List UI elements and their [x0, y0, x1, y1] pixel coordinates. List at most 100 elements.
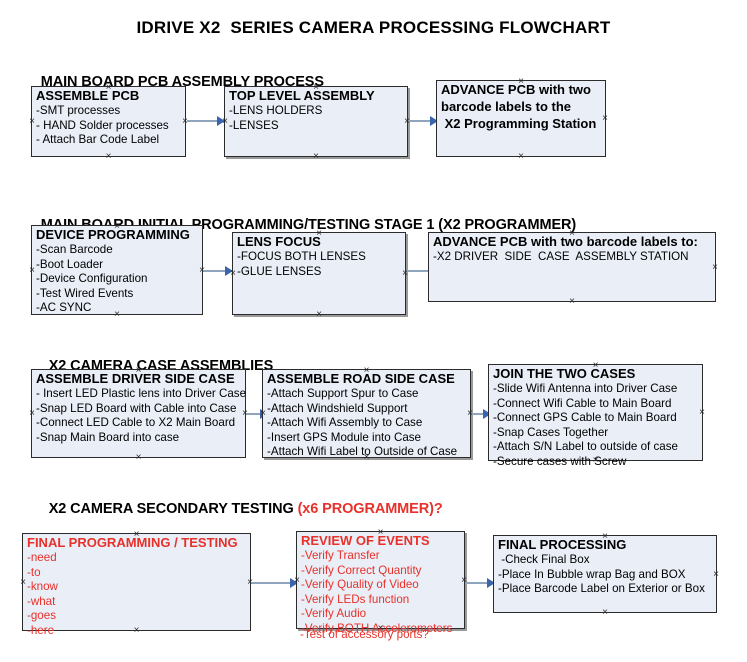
connector-device-programming-to-lens-focus	[204, 266, 233, 276]
node-lens-focus[interactable]: LENS FOCUS -FOCUS BOTH LENSES -GLUE LENS…	[232, 232, 406, 315]
node-line: -GLUE LENSES	[237, 264, 322, 278]
node-line: -FOCUS BOTH LENSES	[237, 250, 366, 263]
node-line: -Place Barcode Label on Exterior or Box	[498, 582, 705, 596]
node-final-processing[interactable]: FINAL PROCESSING -Check Final Box -Place…	[493, 535, 717, 613]
resize-handle-bottom[interactable]	[134, 453, 143, 462]
node-heading: REVIEW OF EVENTS	[301, 533, 430, 548]
node-heading: FINAL PROGRAMMING / TESTING	[27, 535, 238, 550]
node-line: -LENSES	[229, 118, 279, 132]
resize-handle-bottom[interactable]	[568, 297, 577, 306]
node-heading: LENS FOCUS	[237, 234, 321, 249]
page-title: IDRIVE X2 SERIES CAMERA PROCESSING FLOWC…	[136, 18, 611, 37]
node-assemble-driver-side-case[interactable]: ASSEMBLE DRIVER SIDE CASE - Insert LED P…	[31, 369, 246, 458]
node-review-of-events[interactable]: REVIEW OF EVENTS -Verify Transfer -Verif…	[296, 531, 465, 635]
node-join-the-two-cases[interactable]: JOIN THE TWO CASES -Slide Wifi Antenna i…	[488, 364, 703, 468]
node-final-programming-testing[interactable]: FINAL PROGRAMMING / TESTING -need -to -k…	[22, 533, 251, 637]
node-heading: ADVANCE PCB with two barcode labels to:	[433, 234, 698, 249]
connector-assemble-pcb-to-top-level	[187, 116, 225, 126]
node-line: -Snap Cases Together	[493, 425, 609, 439]
connector-road-case-to-join-cases	[472, 409, 491, 419]
node-heading: TOP LEVEL ASSEMBLY	[229, 88, 375, 103]
connector-shaft	[472, 413, 490, 415]
node-top-level-assembly[interactable]: TOP LEVEL ASSEMBLY -LENS HOLDERS -LENSES	[224, 86, 408, 157]
node-line: -Attach Wifi Assembly to Case	[267, 416, 423, 430]
connector-top-level-to-advance-pcb	[409, 116, 438, 126]
node-device-programming[interactable]: DEVICE PROGRAMMING -Scan Barcode -Boot L…	[31, 225, 203, 315]
node-line: -Verify Transfer	[301, 549, 380, 562]
node-line: -Boot Loader	[36, 257, 104, 271]
node-line: -Attach Windshield Support	[267, 401, 408, 415]
node-line: -LENS HOLDERS	[229, 104, 323, 117]
node-line: -to	[27, 565, 41, 579]
node-line: -Device Configuration	[36, 272, 148, 286]
node-heading: DEVICE PROGRAMMING	[36, 227, 190, 242]
node-line: -Verify Quality of Video	[301, 578, 419, 592]
node-line: -Verify Audio	[301, 607, 367, 621]
node-assemble-pcb[interactable]: ASSEMBLE PCB -SMT processes - HAND Solde…	[31, 86, 186, 157]
connector-shaft	[252, 582, 297, 584]
node-heading: ADVANCE PCB with two	[441, 82, 591, 97]
node-line: -Place In Bubble wrap Bag and BOX	[498, 567, 686, 581]
resize-handle-bottom[interactable]	[601, 608, 610, 617]
node-line: -Secure cases with Screw	[493, 454, 627, 468]
node-line: -Snap Main Board into case	[36, 430, 180, 444]
arrow-head-icon	[217, 116, 225, 126]
connector-shaft	[204, 270, 232, 272]
connector-shaft	[409, 120, 437, 122]
arrow-head-icon	[290, 578, 298, 588]
node-review-of-events-overflow-line: -Test of accessory ports?	[300, 628, 429, 641]
arrow-head-icon	[225, 266, 233, 276]
arrow-head-icon	[483, 409, 491, 419]
node-line: -Verify LEDs function	[301, 592, 410, 606]
node-line: -Check Final Box	[498, 553, 590, 566]
node-line: -Connect GPS Cable to Main Board	[493, 411, 677, 425]
connector-shaft	[187, 120, 224, 122]
node-heading: FINAL PROCESSING	[498, 537, 627, 552]
node-line: -know	[27, 580, 58, 594]
node-line: -Slide Wifi Antenna into Driver Case	[493, 382, 678, 395]
node-line: -Test Wired Events	[36, 286, 134, 300]
resize-handle-bottom[interactable]	[312, 152, 321, 161]
node-line: -Snap LED Board with Cable into Case	[36, 401, 237, 415]
node-line: -Verify Correct Quantity	[301, 563, 422, 577]
node-line: -Attach S/N Label to outside of case	[493, 440, 678, 454]
connector-review-to-final-processing	[466, 578, 495, 588]
node-line: X2 Programming Station	[441, 116, 597, 131]
node-heading: ASSEMBLE DRIVER SIDE CASE	[36, 371, 235, 386]
node-line: - Insert LED Plastic lens into Driver Ca…	[36, 387, 247, 400]
node-line: - HAND Solder processes	[36, 118, 169, 132]
node-line: -X2 DRIVER SIDE CASE ASSEMBLY STATION	[433, 250, 689, 263]
node-heading: ASSEMBLE PCB	[36, 88, 140, 103]
node-line: -Connect Wifi Cable to Main Board	[493, 396, 672, 410]
resize-handle-bottom[interactable]	[315, 310, 324, 319]
node-line: -need	[27, 551, 57, 564]
node-line: -AC SYNC	[36, 301, 92, 315]
connector-shaft	[247, 413, 267, 415]
node-line: -what	[27, 594, 56, 608]
node-heading: JOIN THE TWO CASES	[493, 366, 636, 381]
node-line: -Attach Support Spur to Case	[267, 387, 419, 400]
node-line: -Connect LED Cable to X2 Main Board	[36, 416, 236, 430]
arrow-head-icon	[487, 578, 495, 588]
node-heading: ASSEMBLE ROAD SIDE CASE	[267, 371, 455, 386]
arrow-head-icon	[430, 116, 438, 126]
section-title-accent: (x6 PROGRAMMER)?	[297, 501, 443, 517]
resize-handle-bottom[interactable]	[517, 152, 526, 161]
connector-final-programming-to-review	[252, 578, 298, 588]
section-title-text: X2 CAMERA SECONDARY TESTING	[48, 501, 298, 517]
node-line: -SMT processes	[36, 104, 121, 117]
connector-shaft	[407, 270, 435, 272]
node-assemble-road-side-case[interactable]: ASSEMBLE ROAD SIDE CASE -Attach Support …	[262, 369, 471, 458]
node-line: barcode labels to the	[441, 99, 572, 114]
node-advance-pcb-programming-station[interactable]: ADVANCE PCB with two barcode labels to t…	[436, 80, 606, 157]
node-line: -Insert GPS Module into Case	[267, 430, 422, 444]
node-advance-pcb-driver-side[interactable]: ADVANCE PCB with two barcode labels to: …	[428, 232, 716, 302]
node-line: -here	[27, 623, 55, 637]
node-line: - Attach Bar Code Label	[36, 133, 160, 147]
node-line: -Attach Wifi Label to Outside of Case	[267, 445, 458, 459]
node-line: -Scan Barcode	[36, 243, 113, 256]
resize-handle-bottom[interactable]	[104, 152, 113, 161]
node-line: -goes	[27, 609, 57, 623]
node-line: -Verify BOTH Accelerometers	[301, 621, 453, 635]
